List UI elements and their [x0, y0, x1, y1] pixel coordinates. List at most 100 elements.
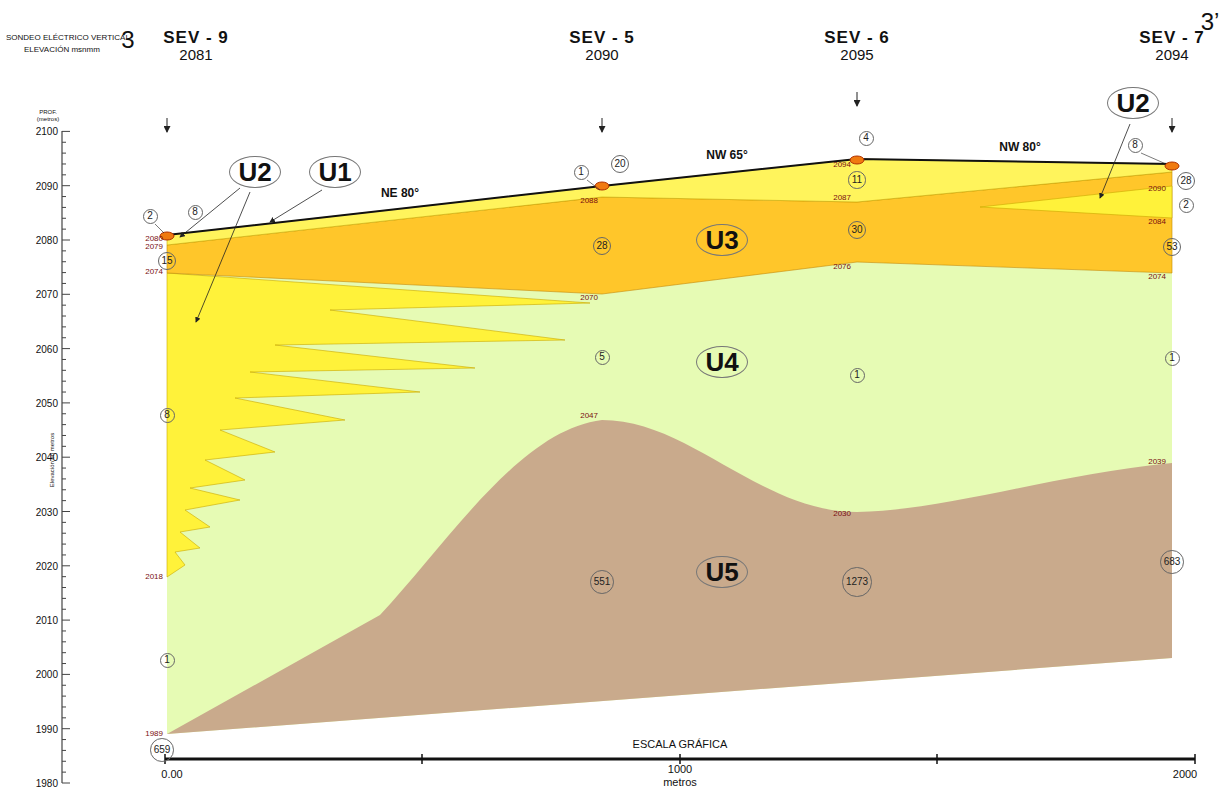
axis-tick	[62, 153, 66, 154]
resistivity-value: 11	[852, 175, 862, 185]
sounding-name: SEV - 5	[569, 29, 635, 48]
axis-tick	[62, 706, 66, 707]
sounding-elevation: 2094	[1155, 47, 1188, 64]
axis-value: 2050	[36, 397, 58, 408]
resistivity-circle: 5	[595, 350, 610, 365]
axis-value: 2100	[36, 126, 58, 137]
scale-label: ESCALA GRÁFICA	[633, 738, 728, 750]
axis-tick	[62, 739, 66, 740]
axis-tick	[62, 424, 66, 425]
resistivity-value: 551	[594, 577, 611, 587]
axis-value: 2080	[36, 235, 58, 246]
unit-label: U1	[318, 159, 351, 185]
boundary-elevation: 2074	[145, 268, 163, 277]
bearing-label: NW 80°	[999, 141, 1040, 154]
scale-label: 0.00	[161, 768, 182, 780]
resistivity-value: 20	[614, 159, 625, 169]
axis-unit: PROF. (metros)	[33, 109, 63, 122]
resistivity-value: 8	[192, 207, 198, 217]
axis-tick	[62, 446, 66, 447]
resistivity-value: 683	[1164, 557, 1181, 567]
axis-tick	[62, 185, 70, 186]
boundary-elevation: 2079	[145, 243, 163, 252]
resistivity-circle: 659	[150, 738, 174, 762]
axis-tick	[62, 272, 66, 273]
axis-value: 1980	[36, 778, 58, 789]
resistivity-circle: 8	[188, 205, 203, 220]
axis-tick	[62, 435, 66, 436]
axis-title: ELEVACIÓN msnmm	[24, 46, 100, 55]
axis-tick	[62, 240, 70, 241]
resistivity-circle: 551	[590, 570, 614, 594]
unit-label: U2	[238, 159, 271, 185]
axis-tick	[62, 468, 66, 469]
resistivity-value: 28	[1180, 176, 1191, 186]
axis-tick	[62, 316, 66, 317]
resistivity-circle: 11	[848, 171, 865, 188]
axis-tick	[62, 413, 66, 414]
resistivity-circle: 53	[1163, 238, 1181, 256]
axis-tick	[62, 554, 66, 555]
resistivity-circle: 683	[1160, 550, 1184, 574]
axis-tick	[62, 457, 70, 458]
axis-tick	[62, 359, 66, 360]
unit-label: U2	[1116, 90, 1149, 116]
axis-tick	[62, 511, 70, 512]
axis-tick	[62, 402, 70, 403]
axis-tick	[62, 381, 66, 382]
resistivity-value: 8	[164, 410, 170, 420]
resistivity-circle: 30	[848, 221, 866, 239]
boundary-elevation: 2074	[1148, 273, 1166, 282]
axis-title: SONDEO ELÉCTRICO VERTICAL	[6, 34, 130, 43]
scale-tick	[679, 754, 681, 764]
scale-label: 2000	[1173, 768, 1197, 780]
axis-tick	[62, 142, 66, 143]
resistivity-circle: 2	[1179, 198, 1194, 213]
axis-tick	[62, 587, 66, 588]
boundary-elevation: 2084	[1148, 218, 1166, 227]
axis-tick	[62, 229, 66, 230]
axis-tick	[62, 728, 70, 729]
axis-tick	[62, 783, 70, 784]
axis-tick	[62, 478, 66, 479]
axis-value: 2020	[36, 560, 58, 571]
resistivity-value: 2	[1183, 200, 1189, 210]
axis-tick	[62, 305, 66, 306]
axis-tick	[62, 609, 66, 610]
axis-tick	[62, 500, 66, 501]
axis-tick	[62, 522, 66, 523]
boundary-elevation: 2087	[833, 194, 851, 203]
unit-oval: U5	[696, 556, 747, 588]
resistivity-value: 2	[147, 211, 153, 221]
axis-value: 2000	[36, 669, 58, 680]
resistivity-circle: 1	[160, 653, 175, 668]
axis-tick	[62, 674, 70, 675]
scale-label: 1000	[668, 763, 692, 775]
axis-tick	[62, 337, 66, 338]
axis-tick	[62, 131, 70, 132]
axis-tick	[62, 576, 66, 577]
axis-value: 2090	[36, 180, 58, 191]
resistivity-circle: 15	[158, 252, 176, 270]
resistivity-circle: 8	[1128, 138, 1143, 153]
boundary-elevation: 2018	[145, 573, 163, 582]
resistivity-circle: 4	[859, 131, 874, 146]
unit-label: U3	[705, 227, 738, 253]
boundary-elevation: 2094	[833, 161, 851, 170]
sounding-elevation: 2095	[840, 47, 873, 64]
resistivity-value: 30	[851, 225, 862, 235]
axis-tick	[62, 163, 66, 164]
axis-tick	[62, 750, 66, 751]
unit-oval: U1	[309, 156, 360, 188]
sounding-elevation: 2081	[179, 47, 212, 64]
axis-tick	[62, 685, 66, 686]
scale-tick	[1194, 754, 1196, 764]
scale-label: metros	[663, 776, 697, 788]
boundary-elevation: 2090	[1148, 185, 1166, 194]
axis-tick	[62, 196, 66, 197]
axis-tick	[62, 489, 66, 490]
boundary-elevation: 2039	[1148, 458, 1166, 467]
scale-tick	[936, 754, 938, 764]
